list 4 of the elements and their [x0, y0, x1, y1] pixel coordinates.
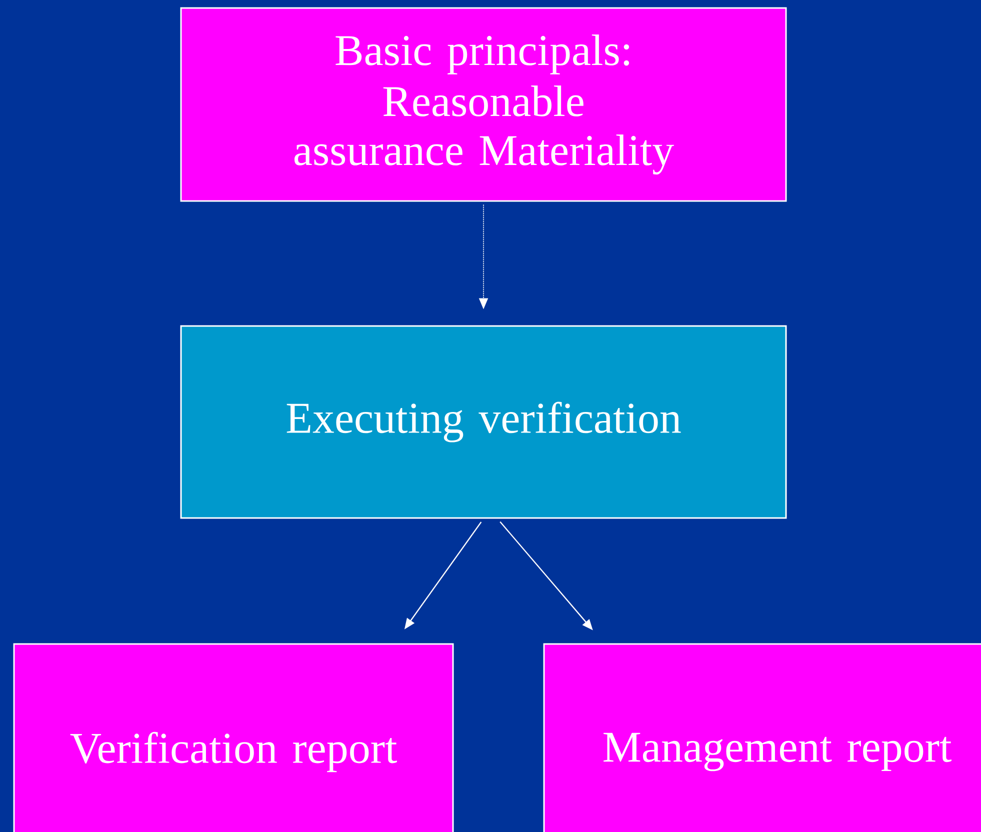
process-box: Verification report [13, 643, 454, 832]
process-box: Management report [543, 643, 981, 832]
process-box: Basic principals: Reasonable assurance Materiality [180, 7, 787, 202]
process-box: Executing verification [180, 325, 787, 519]
